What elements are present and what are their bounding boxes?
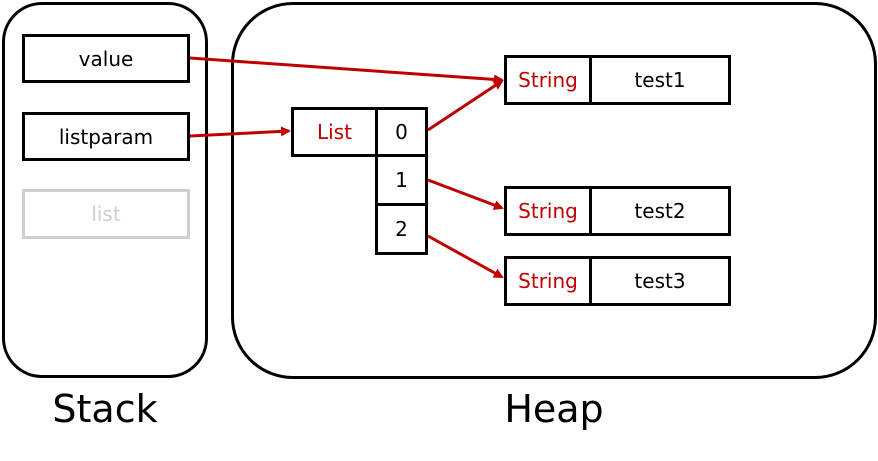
string-object-2-value: test2 (589, 186, 731, 236)
arrow-index1-to-test2 (427, 178, 504, 210)
arrow-listparam-to-list (189, 126, 291, 138)
string-object-3-value: test3 (589, 256, 731, 306)
string-object-2-type: String (504, 186, 592, 236)
list-object-type: List (291, 107, 378, 157)
arrow-index2-to-test3 (427, 234, 504, 279)
stack-caption: Stack (52, 387, 158, 431)
list-index-2: 2 (375, 203, 428, 255)
heap-caption: Heap (504, 387, 604, 431)
stack-variable-list: list (22, 189, 190, 239)
stack-variable-listparam: listparam (22, 112, 190, 161)
list-index-0: 0 (375, 107, 428, 157)
arrow-index0-to-test1 (427, 79, 504, 132)
arrow-value-to-test1 (189, 56, 504, 85)
stack-variable-value: value (22, 34, 190, 83)
string-object-1-value: test1 (589, 55, 731, 105)
